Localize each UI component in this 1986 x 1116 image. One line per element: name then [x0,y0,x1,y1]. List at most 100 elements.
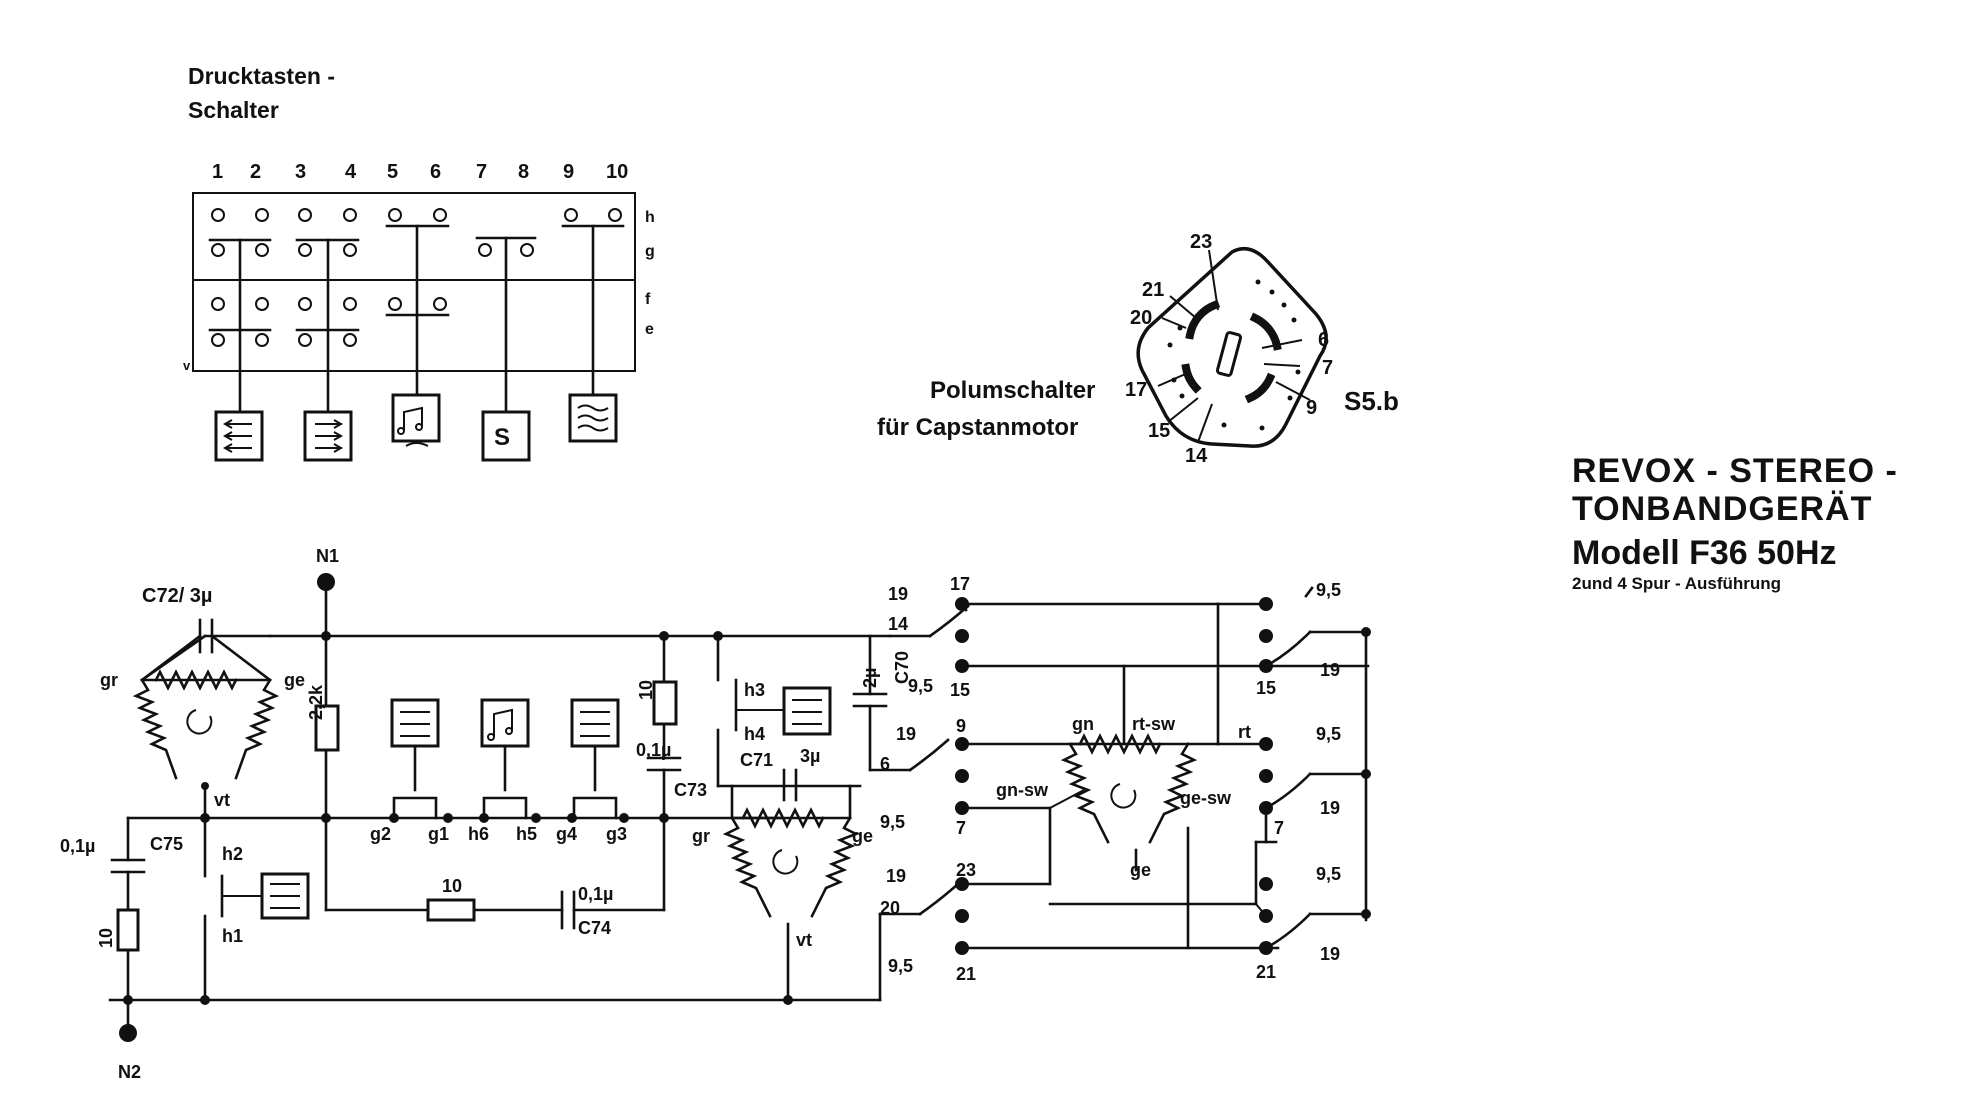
c73-name: C73 [674,780,707,800]
pole-switch: 23 21 20 17 15 14 9 7 6 Polumschalter fü… [877,231,1399,467]
c73-value: 0,1µ [636,740,671,760]
pole-switch-label-line1: Polumschalter [930,377,1095,404]
switch-contacts [211,208,622,347]
contact-h4: h4 [744,724,765,744]
fast-forward-icon [580,711,610,737]
sel3-pin-b: 9,5 [888,956,913,976]
col-3: 3 [295,161,306,183]
stop-s-icon: S [494,424,510,451]
rewind-icon [222,419,252,453]
contact-g3: g3 [606,824,627,844]
sel1-pin-a: 14 [888,614,908,634]
pin-15: 15 [1148,420,1170,442]
sel3-out-top: 23 [956,860,976,880]
sel1-out-bottom: 15 [950,680,970,700]
title-line1: REVOX - STEREO - [1572,452,1898,490]
c75-name: C75 [150,834,183,854]
col-7: 7 [476,161,487,183]
switch-body [1136,246,1328,448]
col-5: 5 [387,161,398,183]
motor-1: C72/ 3µ gr ge vt [100,585,305,810]
title-subtitle: 2und 4 Spur - Ausführung [1572,574,1782,593]
sel1-out-top: 17 [950,574,970,594]
c75-value: 0,1µ [60,836,95,856]
switch-plungers [238,224,595,414]
switch-rotor [1215,331,1243,377]
sel2-pin-a: 6 [880,754,890,774]
motor3-gn-sw: gn-sw [996,780,1049,800]
rsel2-pin: 19 [1320,798,1340,818]
sel1-pin-b: 9,5 [908,676,933,696]
rsel3-pin: 19 [1320,944,1340,964]
button-fast-forward [303,410,353,462]
motor-2: C71 3µ gr ge vt [692,746,873,1002]
col-6: 6 [430,161,441,183]
sel2-top: 19 [896,724,916,744]
resistor-r20 [116,908,140,952]
pin-21: 21 [1142,279,1164,301]
motor1-cap-label: C72/ 3µ [142,585,212,607]
col-10: 10 [606,161,628,183]
pushbutton-title-line2: Schalter [188,97,279,123]
button-play [391,393,441,447]
pin-6: 6 [1318,329,1329,351]
button-waves [568,393,618,443]
rsel1-pin: 19 [1320,660,1340,680]
row-h: h [645,209,655,226]
resistor-r21 [426,898,476,922]
mid-buttons [390,698,620,820]
c70-name: C70 [892,651,912,684]
motor3-rt: rt [1238,722,1251,742]
pushbutton-title-line1: Drucktasten - [188,63,335,89]
waves-icon [577,404,609,432]
sel3-pin-a: 20 [880,898,900,918]
switch-frame [192,192,636,372]
c71-value: 3µ [800,746,820,766]
pin-23: 23 [1190,231,1212,253]
rewind-icon [400,711,430,737]
column-numbers: 1 2 3 4 5 6 7 8 9 10 [212,161,628,183]
motor2-ge: ge [852,826,873,846]
fast-forward-icon [792,699,822,725]
r20-value: 10 [96,928,116,948]
contact-h3: h3 [744,680,765,700]
motor1-ge: ge [284,670,305,690]
node-n1-label: N1 [316,546,339,566]
contact-g1: g1 [428,824,449,844]
sel3-top: 19 [886,866,906,886]
c74-name: C74 [578,918,611,938]
resistor-r22 [652,680,678,726]
node-n2-label: N2 [118,1062,141,1082]
col-1: 1 [212,161,223,183]
r22-value: 10 [636,680,656,700]
sel2-out-top: 9 [956,716,966,736]
pushbutton-switch: Drucktasten - Schalter 1 2 3 4 5 6 7 8 9… [183,63,655,462]
c74-value: 0,1µ [578,884,613,904]
motor3-ge: ge [1130,860,1151,880]
contact-g2: g2 [370,824,391,844]
r21-value: 10 [442,876,462,896]
motor3-ge-sw: ge-sw [1180,788,1232,808]
contact-h1: h1 [222,926,243,946]
motor2-vt: vt [796,930,812,950]
title-block: REVOX - STEREO - TONBANDGERÄT Modell F36… [1572,452,1932,594]
rsel1-out: 15 [1256,678,1276,698]
resistor-r23 [314,704,340,752]
sel2-out-bottom: 7 [956,818,966,838]
sel1-top: 19 [888,584,908,604]
sel3-out-bottom: 21 [956,964,976,984]
contact-h6: h6 [468,824,489,844]
play-music-icon [487,708,513,741]
pin-7: 7 [1322,357,1333,379]
col-2: 2 [250,161,261,183]
pin-14: 14 [1185,445,1208,467]
rsel2-out: 7 [1274,818,1284,838]
row-f: f [645,291,651,308]
contact-g4: g4 [556,824,577,844]
contact-h2: h2 [222,844,243,864]
motor2-gr: gr [692,826,710,846]
button-rewind [214,410,264,462]
col-8: 8 [518,161,529,183]
col-9: 9 [563,161,574,183]
rewind-icon [270,883,300,909]
